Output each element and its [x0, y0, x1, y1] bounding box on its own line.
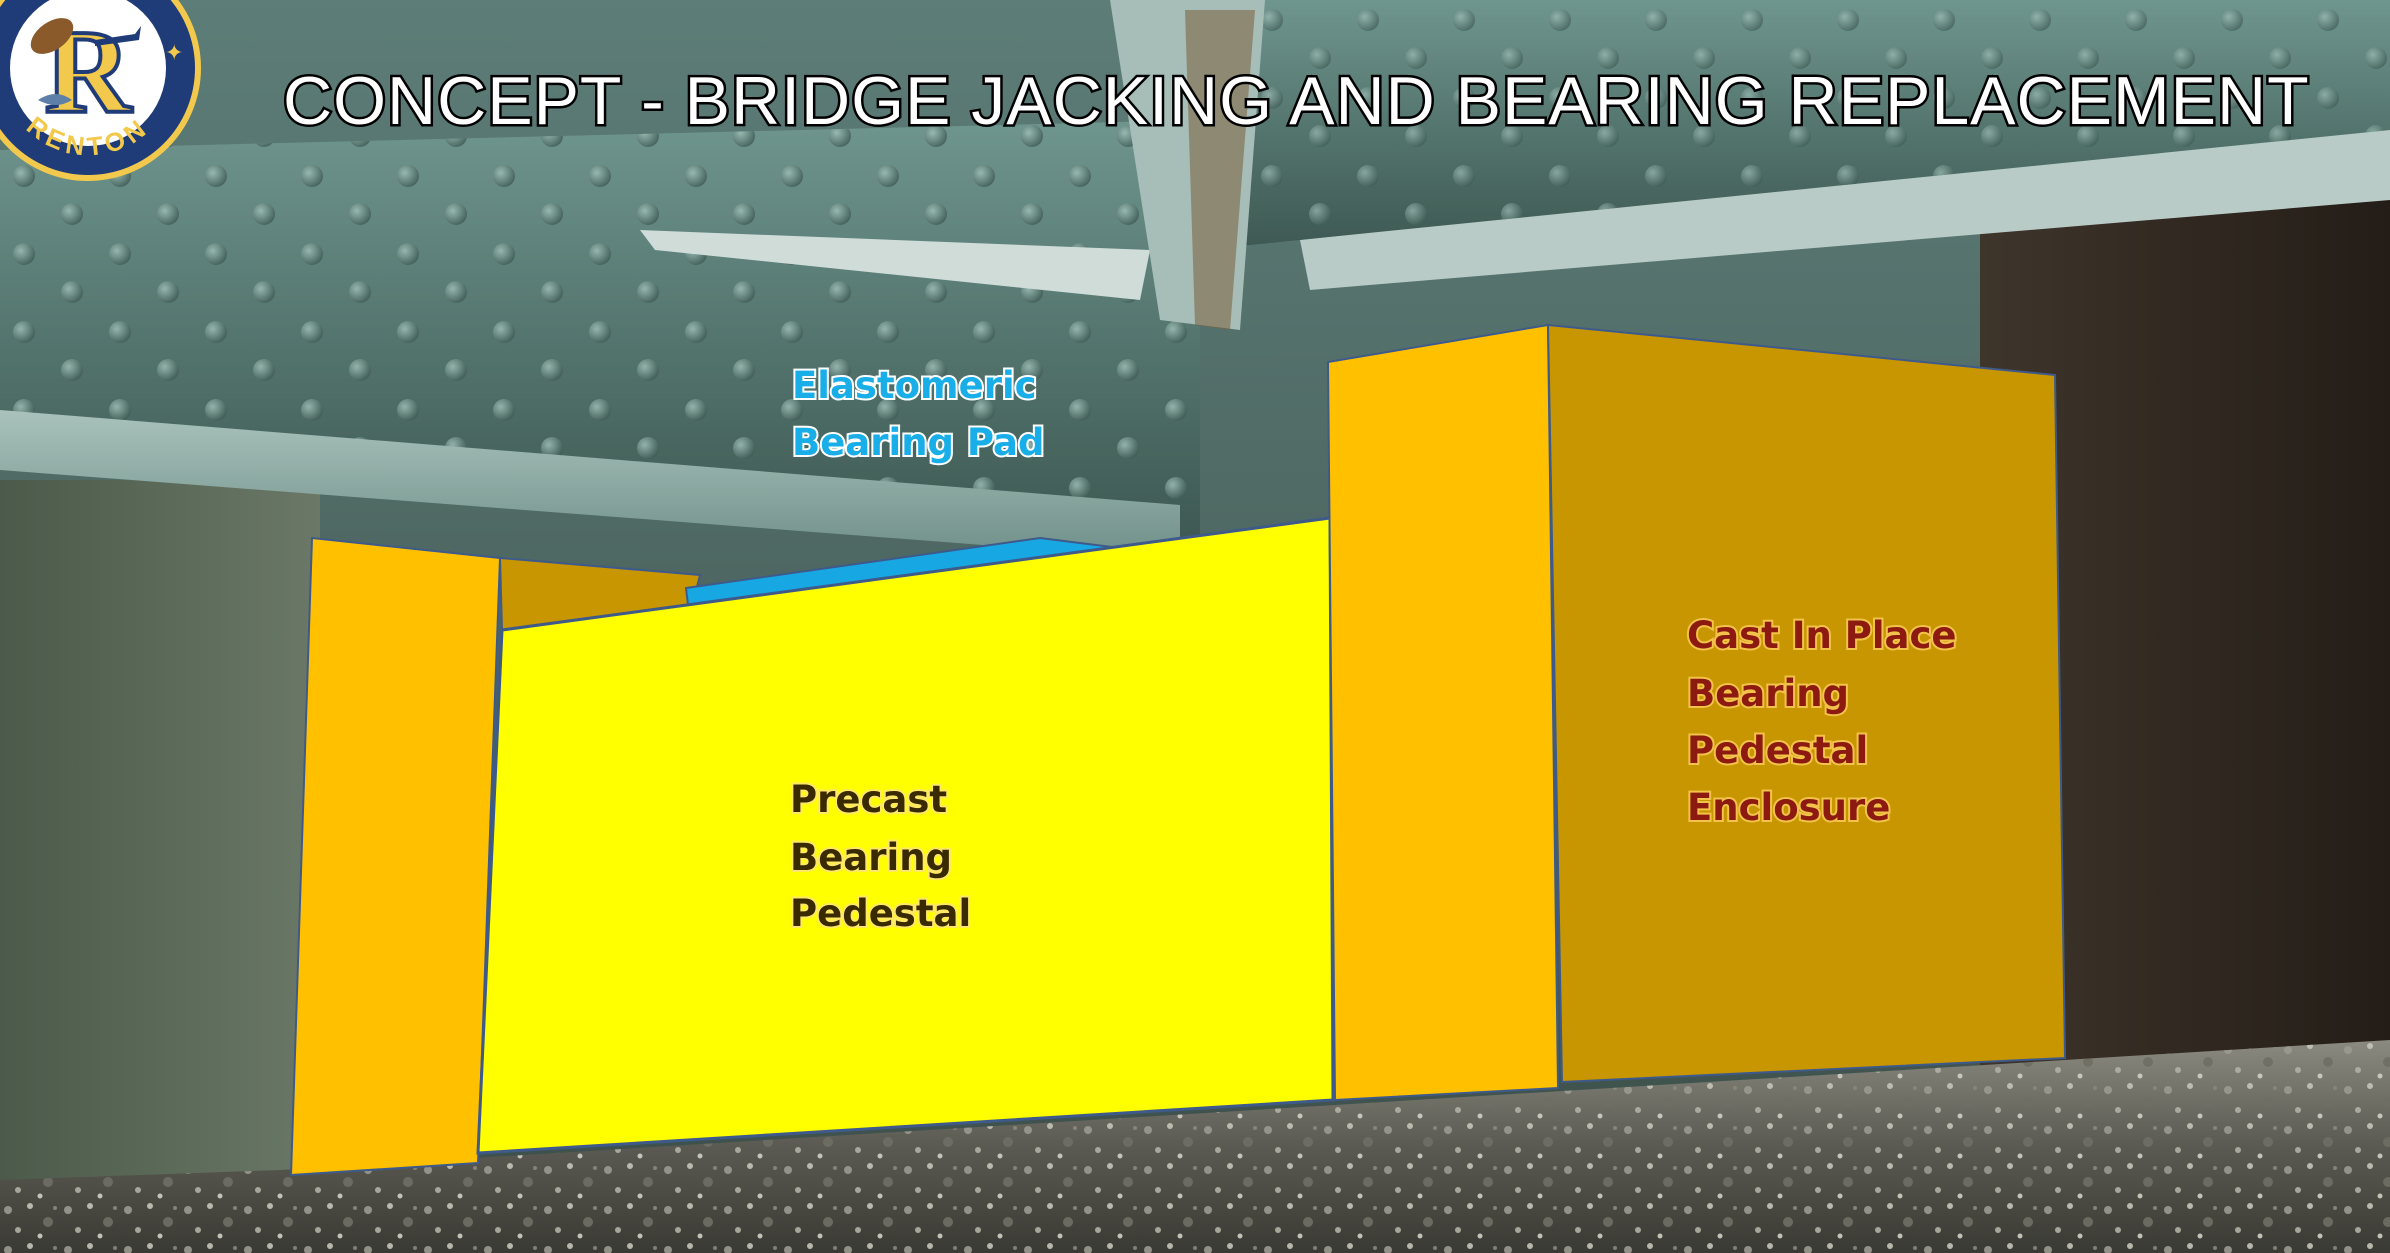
enclosure-left-front	[289, 536, 502, 1177]
bearing-pad-label: Elastomeric Bearing Pad	[792, 364, 1049, 464]
enclosure-right-side	[1546, 323, 2067, 1084]
enclosure-right-front	[1326, 323, 1560, 1102]
slide-title: CONCEPT - BRIDGE JACKING AND BEARING REP…	[283, 63, 2310, 139]
svg-text:✦: ✦	[165, 40, 183, 65]
precast-bearing-pedestal	[476, 516, 1335, 1155]
precast-pedestal-label: Precast Bearing Pedestal	[790, 778, 971, 935]
city-of-renton-seal-icon: R ✦ RENTON	[0, 0, 201, 181]
cast-in-place-enclosure-label: Cast In Place Bearing Pedestal Enclosure	[1687, 614, 1969, 829]
